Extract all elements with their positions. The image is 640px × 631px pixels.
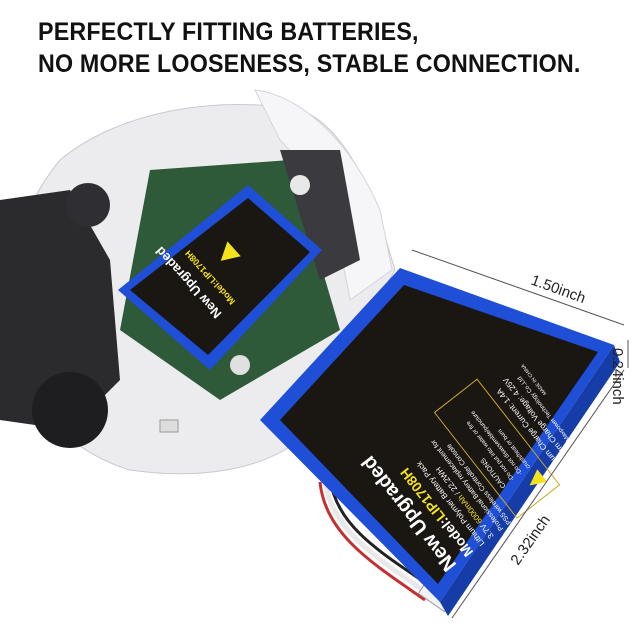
length-label: 2.32inch [507,512,553,568]
headline-line-2: NO MORE LOOSENESS, STABLE CONNECTION. [38,50,581,78]
battery: New Upgraded Model:LIP1708H Lithium Poly… [260,268,620,616]
dimension-lines [411,249,629,619]
headline-line-1: PERFECTLY FITTING BATTERIES, [38,18,419,46]
caution-box [433,378,561,519]
thickness-label: 0.24inch [609,348,626,405]
warning-icon [529,469,548,486]
installed-warning-icon [220,241,241,261]
installed-battery: New Upgraded Model:LIP1708H [118,185,322,370]
